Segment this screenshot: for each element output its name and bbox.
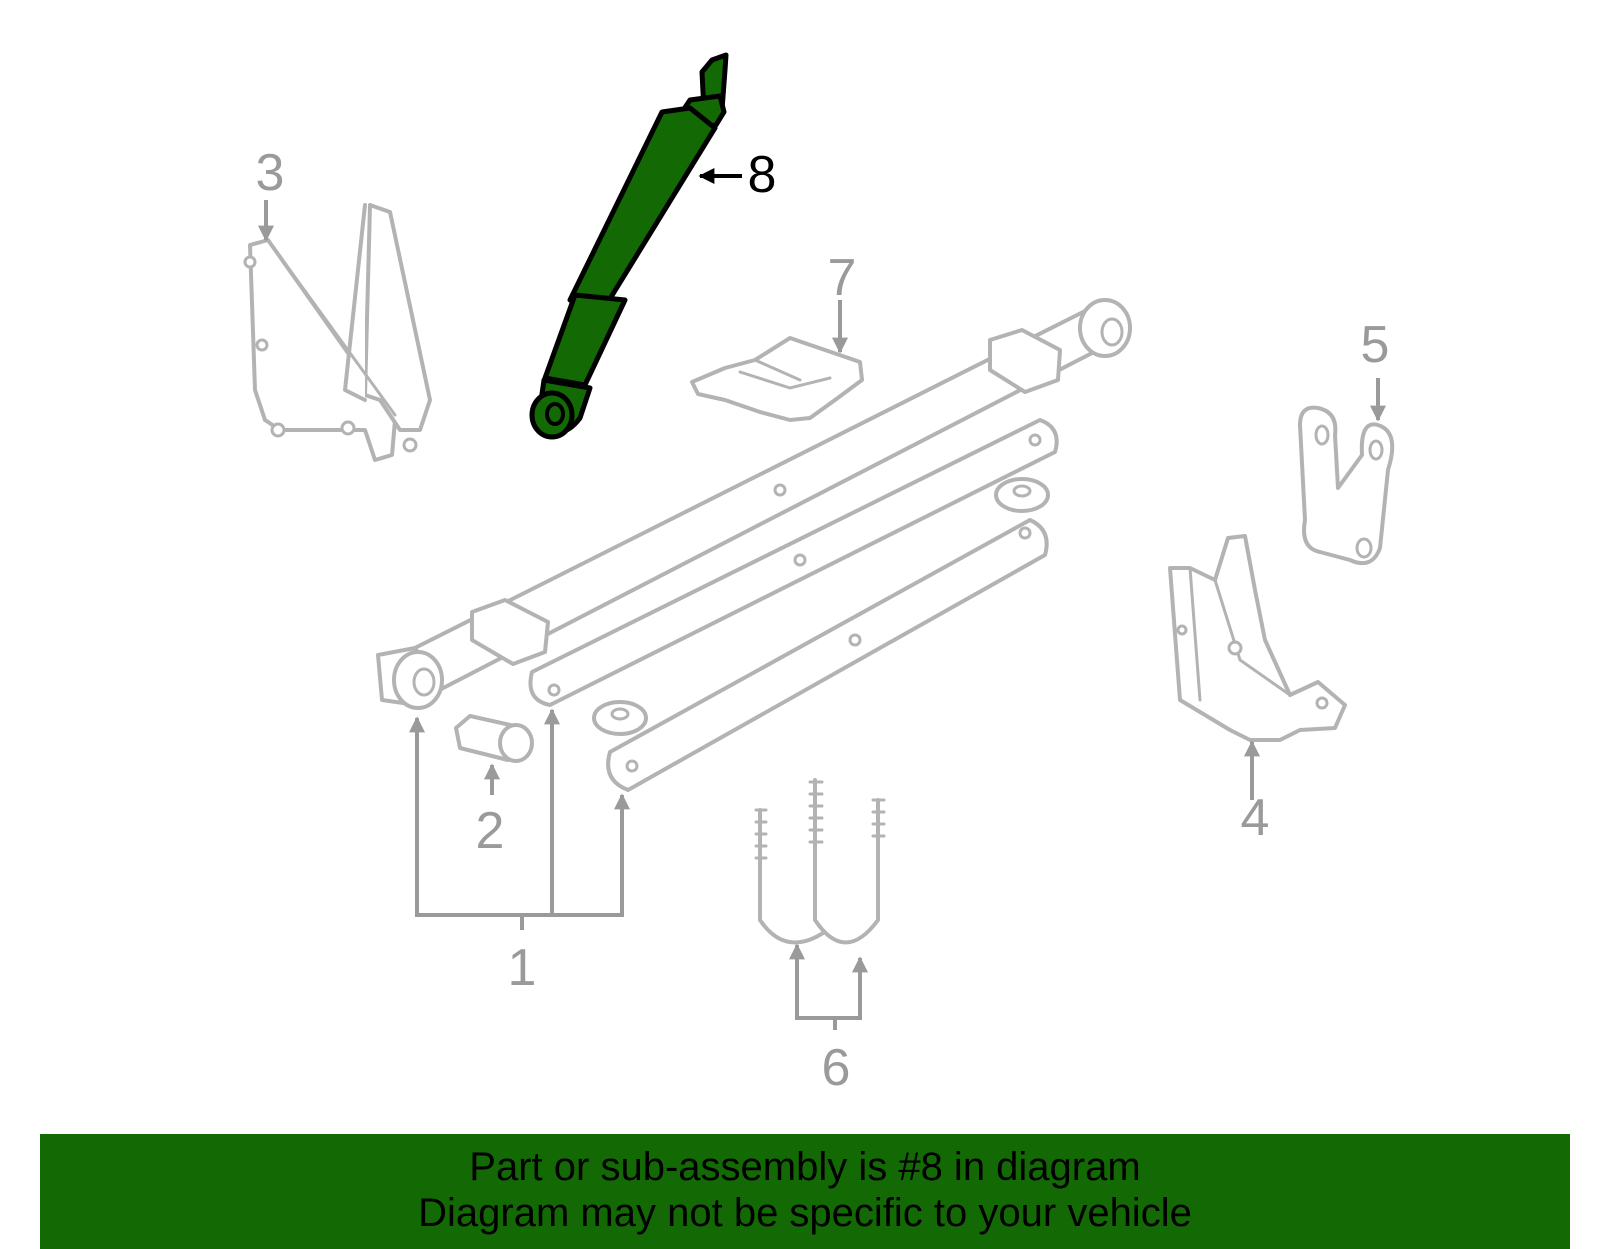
callout-2: 2: [476, 802, 505, 860]
banner-line-disclaimer: Diagram may not be specific to your vehi…: [418, 1191, 1192, 1235]
banner-line-part: Part or sub-assembly is #8 in diagram: [469, 1145, 1141, 1189]
shock-absorber[interactable]: [529, 52, 729, 440]
front-hanger-bracket: [243, 203, 432, 462]
callout-5: 5: [1361, 316, 1390, 374]
callout-4: 4: [1241, 789, 1270, 847]
spring-seat-plate: [690, 336, 864, 422]
rear-hanger-bracket: [1168, 534, 1347, 742]
spring-shackle: [1298, 405, 1395, 565]
callout-7: 7: [828, 249, 857, 307]
spring-bushing: [454, 714, 534, 763]
info-banner: Part or sub-assembly is #8 in diagram Di…: [40, 1134, 1570, 1249]
callout-3: 3: [256, 144, 285, 202]
callout-labels: 1 2 3 4 5 6 7 8: [256, 144, 1390, 1097]
callout-6: 6: [822, 1039, 851, 1097]
u-bolts: [754, 778, 886, 945]
callout-8: 8: [748, 146, 777, 204]
callout-1: 1: [508, 939, 537, 997]
leaf-spring-assembly: [376, 298, 1132, 792]
leader-lines: [258, 168, 1386, 1030]
